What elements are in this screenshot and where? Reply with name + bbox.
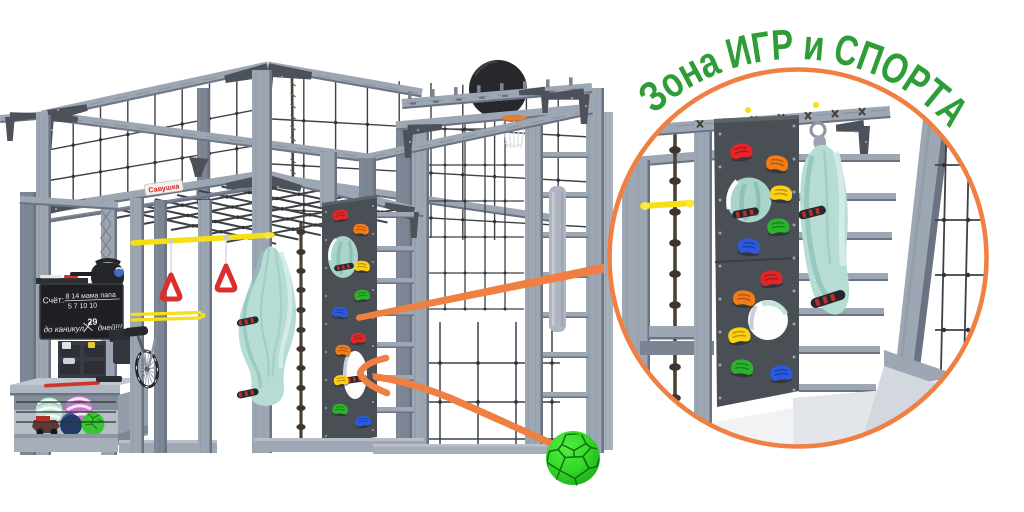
svg-text:дней!!!: дней!!! <box>97 323 122 333</box>
svg-text:Счёт:: Счёт: <box>42 295 64 306</box>
svg-text:Савушка: Савушка <box>148 181 181 194</box>
svg-text:Р: Р <box>770 22 795 70</box>
svg-text:и: и <box>802 22 827 71</box>
svg-text:8 14 мама папа: 8 14 мама папа <box>65 292 116 301</box>
svg-text:5 7 10 10: 5 7 10 10 <box>68 303 98 311</box>
svg-text:29: 29 <box>87 317 97 327</box>
svg-text:до каникул: до каникул <box>44 324 85 334</box>
svg-text:Г: Г <box>748 23 774 72</box>
